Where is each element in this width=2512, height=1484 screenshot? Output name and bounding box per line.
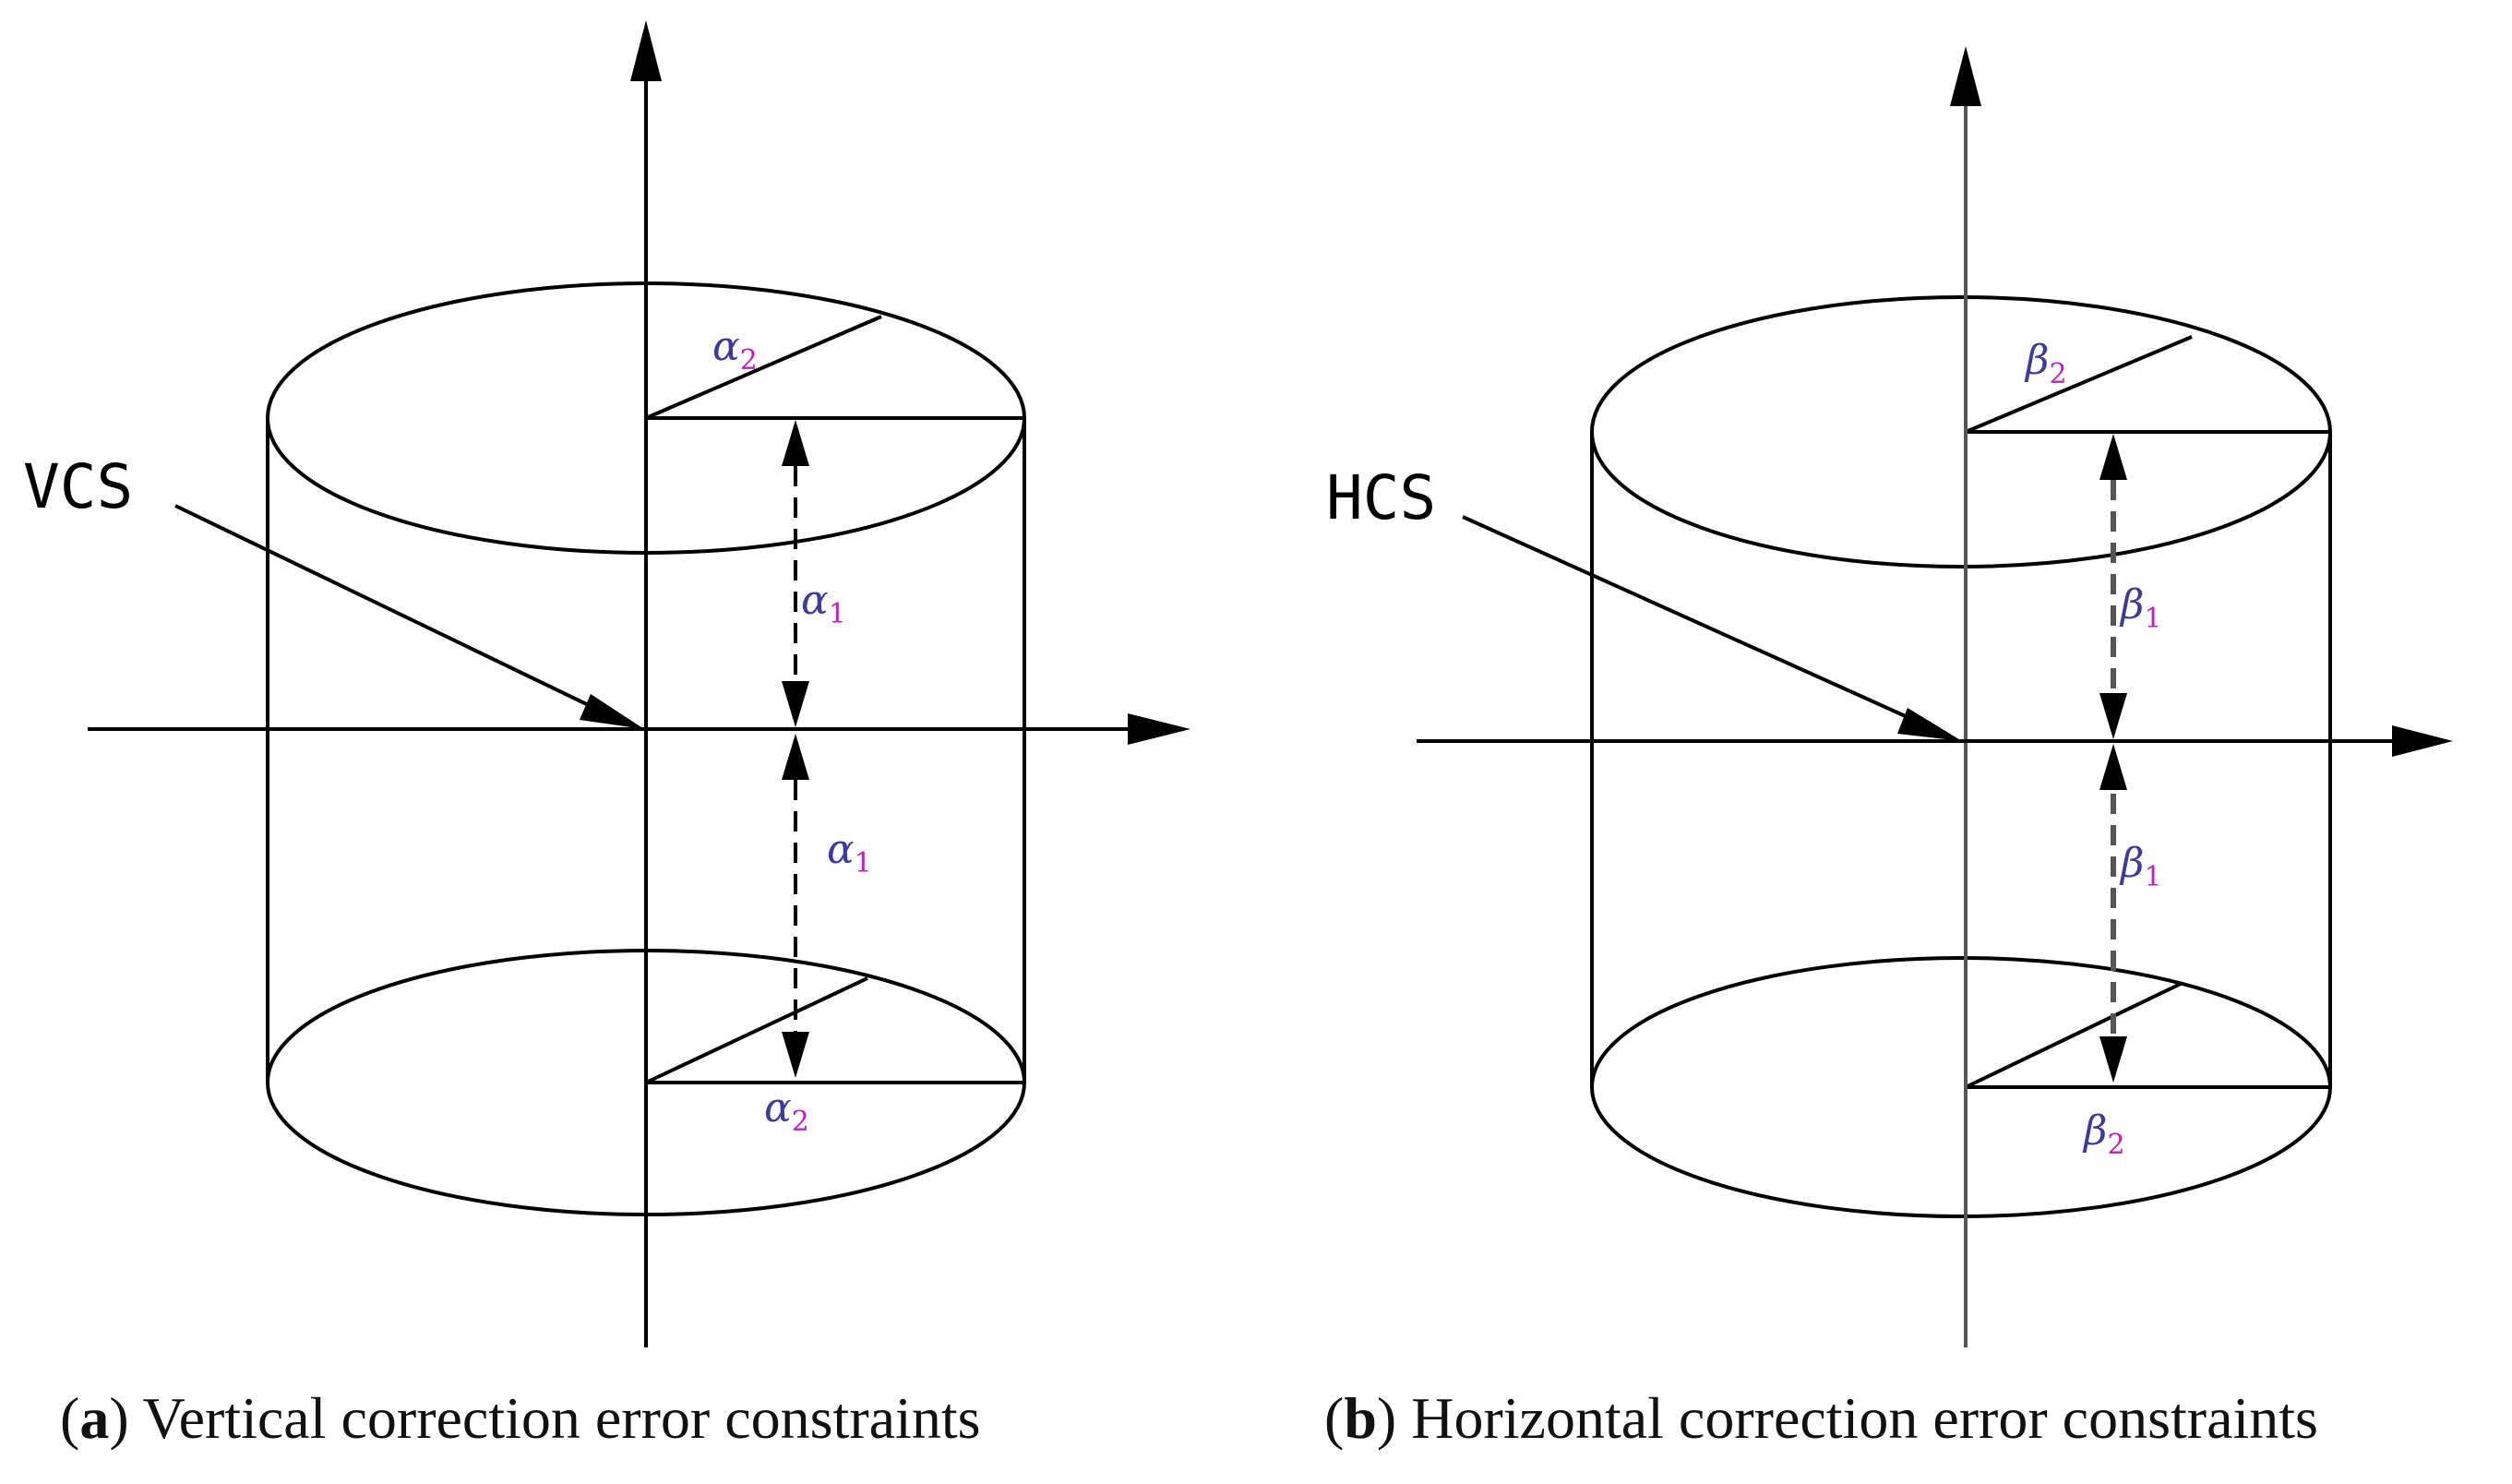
bottom-chord-line	[1965, 981, 2183, 1089]
label-lower-gap: β1	[2119, 840, 2162, 893]
vertical-axis-arrowhead	[1950, 46, 1981, 106]
label-bottom-chord: β2	[2082, 1107, 2125, 1161]
top-chord-line	[1965, 335, 2193, 434]
bottom-chord-line	[645, 976, 868, 1084]
arrowhead-down-mid	[782, 681, 809, 727]
dimension-arrowheads	[2099, 434, 2127, 1083]
label-lower-gap: α1	[827, 826, 872, 880]
pointer-line	[1462, 515, 1919, 724]
label-upper-gap: α1	[801, 577, 846, 630]
panel-b-horizontal-correction: HCS β2 β1 β1 β2	[1326, 46, 2453, 1347]
caption-letter: b	[1344, 1385, 1377, 1451]
caption-panel-b: (b) Horizontal correction error constrai…	[1324, 1385, 2318, 1451]
pointer-arrowhead	[1897, 708, 1962, 741]
caption-panel-a: (a) Vertical correction error constraint…	[60, 1385, 981, 1451]
arrowhead-down-mid	[2099, 693, 2127, 739]
system-label: VCS	[23, 451, 133, 522]
system-label: HCS	[1326, 462, 1436, 533]
caption-letter: a	[79, 1385, 110, 1451]
arrowhead-down-bottom	[2099, 1036, 2127, 1083]
label-bottom-chord: α2	[764, 1084, 809, 1138]
label-top-chord: β2	[2024, 337, 2067, 390]
panel-a-vertical-correction: VCS α2 α1 α1 α2	[23, 20, 1190, 1347]
arrowhead-down-bottom	[782, 1032, 809, 1078]
arrowhead-up-top	[2099, 434, 2127, 480]
pointer-line	[174, 504, 601, 712]
arrowhead-up-mid	[2099, 744, 2127, 790]
label-upper-gap: β1	[2119, 581, 2162, 635]
horizontal-axis-arrowhead	[2392, 725, 2453, 757]
arrowhead-up-mid	[782, 734, 809, 780]
label-top-chord: α2	[712, 323, 758, 377]
arrowhead-up-top	[782, 420, 809, 466]
axes	[88, 69, 1140, 1347]
pointer-arrowhead	[580, 694, 644, 729]
caption-text: Vertical correction error constraints	[142, 1385, 981, 1451]
dimension-arrowheads	[782, 420, 809, 1078]
top-chord-line	[645, 315, 882, 420]
vertical-axis-arrowhead	[630, 20, 662, 81]
caption-text: Horizontal correction error constraints	[1411, 1385, 2318, 1451]
cylinder	[1590, 295, 2332, 1218]
horizontal-axis-arrowhead	[1128, 713, 1190, 745]
